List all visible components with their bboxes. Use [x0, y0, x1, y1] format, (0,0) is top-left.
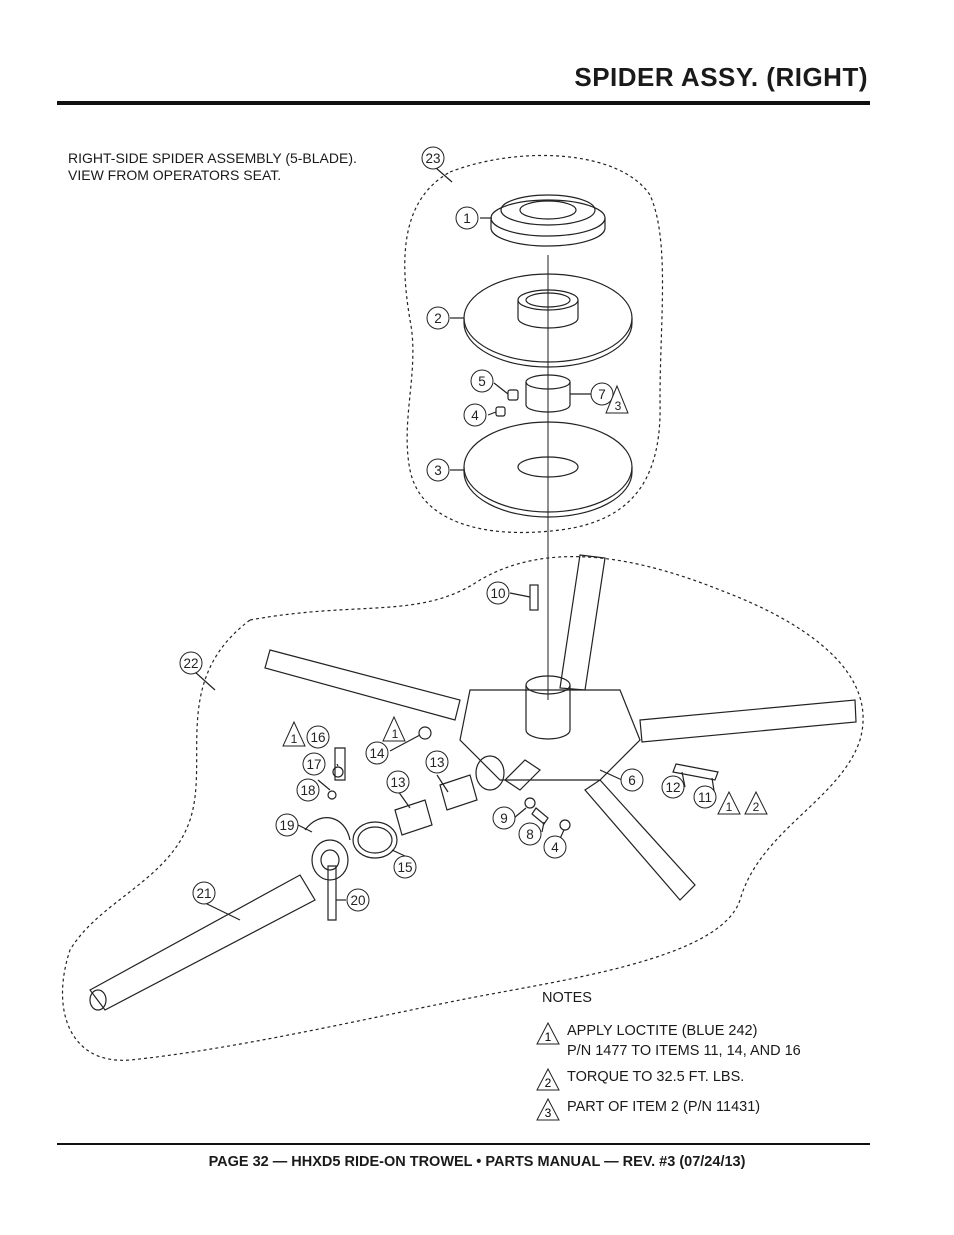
callout-3: 3 [434, 463, 442, 478]
note-flag-triangle [605, 384, 629, 414]
callout-22: 22 [183, 656, 198, 671]
flag-label: 1 [291, 732, 298, 746]
callout-5: 5 [478, 374, 486, 389]
note-text: PART OF ITEM 2 (P/N 11431) [567, 1099, 761, 1115]
note-flag-triangle [382, 715, 406, 742]
header-rule [57, 101, 870, 105]
callout-11: 11 [698, 790, 712, 805]
callout-13: 13 [390, 775, 405, 790]
callout-21: 21 [196, 886, 211, 901]
callout-8: 8 [526, 827, 534, 842]
boundary-22 [62, 556, 864, 1061]
svg-text:3: 3 [545, 1106, 552, 1120]
callout-1: 1 [463, 211, 471, 226]
callout-2: 2 [434, 311, 442, 326]
callout-17: 17 [306, 757, 321, 772]
svg-text:2: 2 [545, 1076, 552, 1090]
note-marker-triangle: 2 [536, 1067, 560, 1091]
callout-13: 13 [429, 755, 444, 770]
note-text: P/N 1477 TO ITEMS 11, 14, AND 16 [567, 1043, 801, 1059]
note-marker-triangle: 3 [536, 1097, 560, 1121]
footer-rule [57, 1143, 870, 1145]
caption-line-1: RIGHT-SIDE SPIDER ASSEMBLY (5-BLADE). [68, 150, 357, 166]
callout-6: 6 [628, 773, 636, 788]
note-flag-triangle [744, 790, 768, 815]
callout-18: 18 [300, 783, 315, 798]
callout-12: 12 [665, 780, 680, 795]
callout-7: 7 [598, 387, 606, 402]
boundary-23 [404, 154, 664, 534]
note-text: APPLY LOCTITE (BLUE 242) [567, 1023, 758, 1039]
diagram-caption: RIGHT-SIDE SPIDER ASSEMBLY (5-BLADE). VI… [68, 150, 357, 184]
callout-10: 10 [490, 586, 505, 601]
callout-15: 15 [397, 860, 412, 875]
callout-9: 9 [500, 811, 508, 826]
callout-4: 4 [551, 840, 559, 855]
note-text: TORQUE TO 32.5 FT. LBS. [567, 1069, 745, 1085]
callout-20: 20 [350, 893, 365, 908]
callout-23: 23 [425, 151, 440, 166]
callout-4: 4 [471, 408, 479, 423]
flag-label: 1 [726, 800, 733, 814]
flag-label: 1 [392, 727, 399, 741]
notes-heading: NOTES [542, 990, 592, 1006]
caption-line-2: VIEW FROM OPERATORS SEAT. [68, 167, 282, 183]
note-flag-triangle [717, 790, 741, 815]
note-marker-triangle: 1 [536, 1021, 560, 1045]
page-title: SPIDER ASSY. (RIGHT) [574, 62, 868, 92]
note-flag-triangle [282, 720, 306, 747]
flag-label: 2 [753, 800, 760, 814]
callout-16: 16 [310, 730, 325, 745]
page-footer: PAGE 32 — HHXD5 RIDE-ON TROWEL • PARTS M… [208, 1154, 746, 1170]
callout-14: 14 [369, 746, 385, 761]
callout-19: 19 [279, 818, 294, 833]
svg-text:1: 1 [545, 1030, 552, 1044]
flag-label: 3 [615, 399, 622, 413]
